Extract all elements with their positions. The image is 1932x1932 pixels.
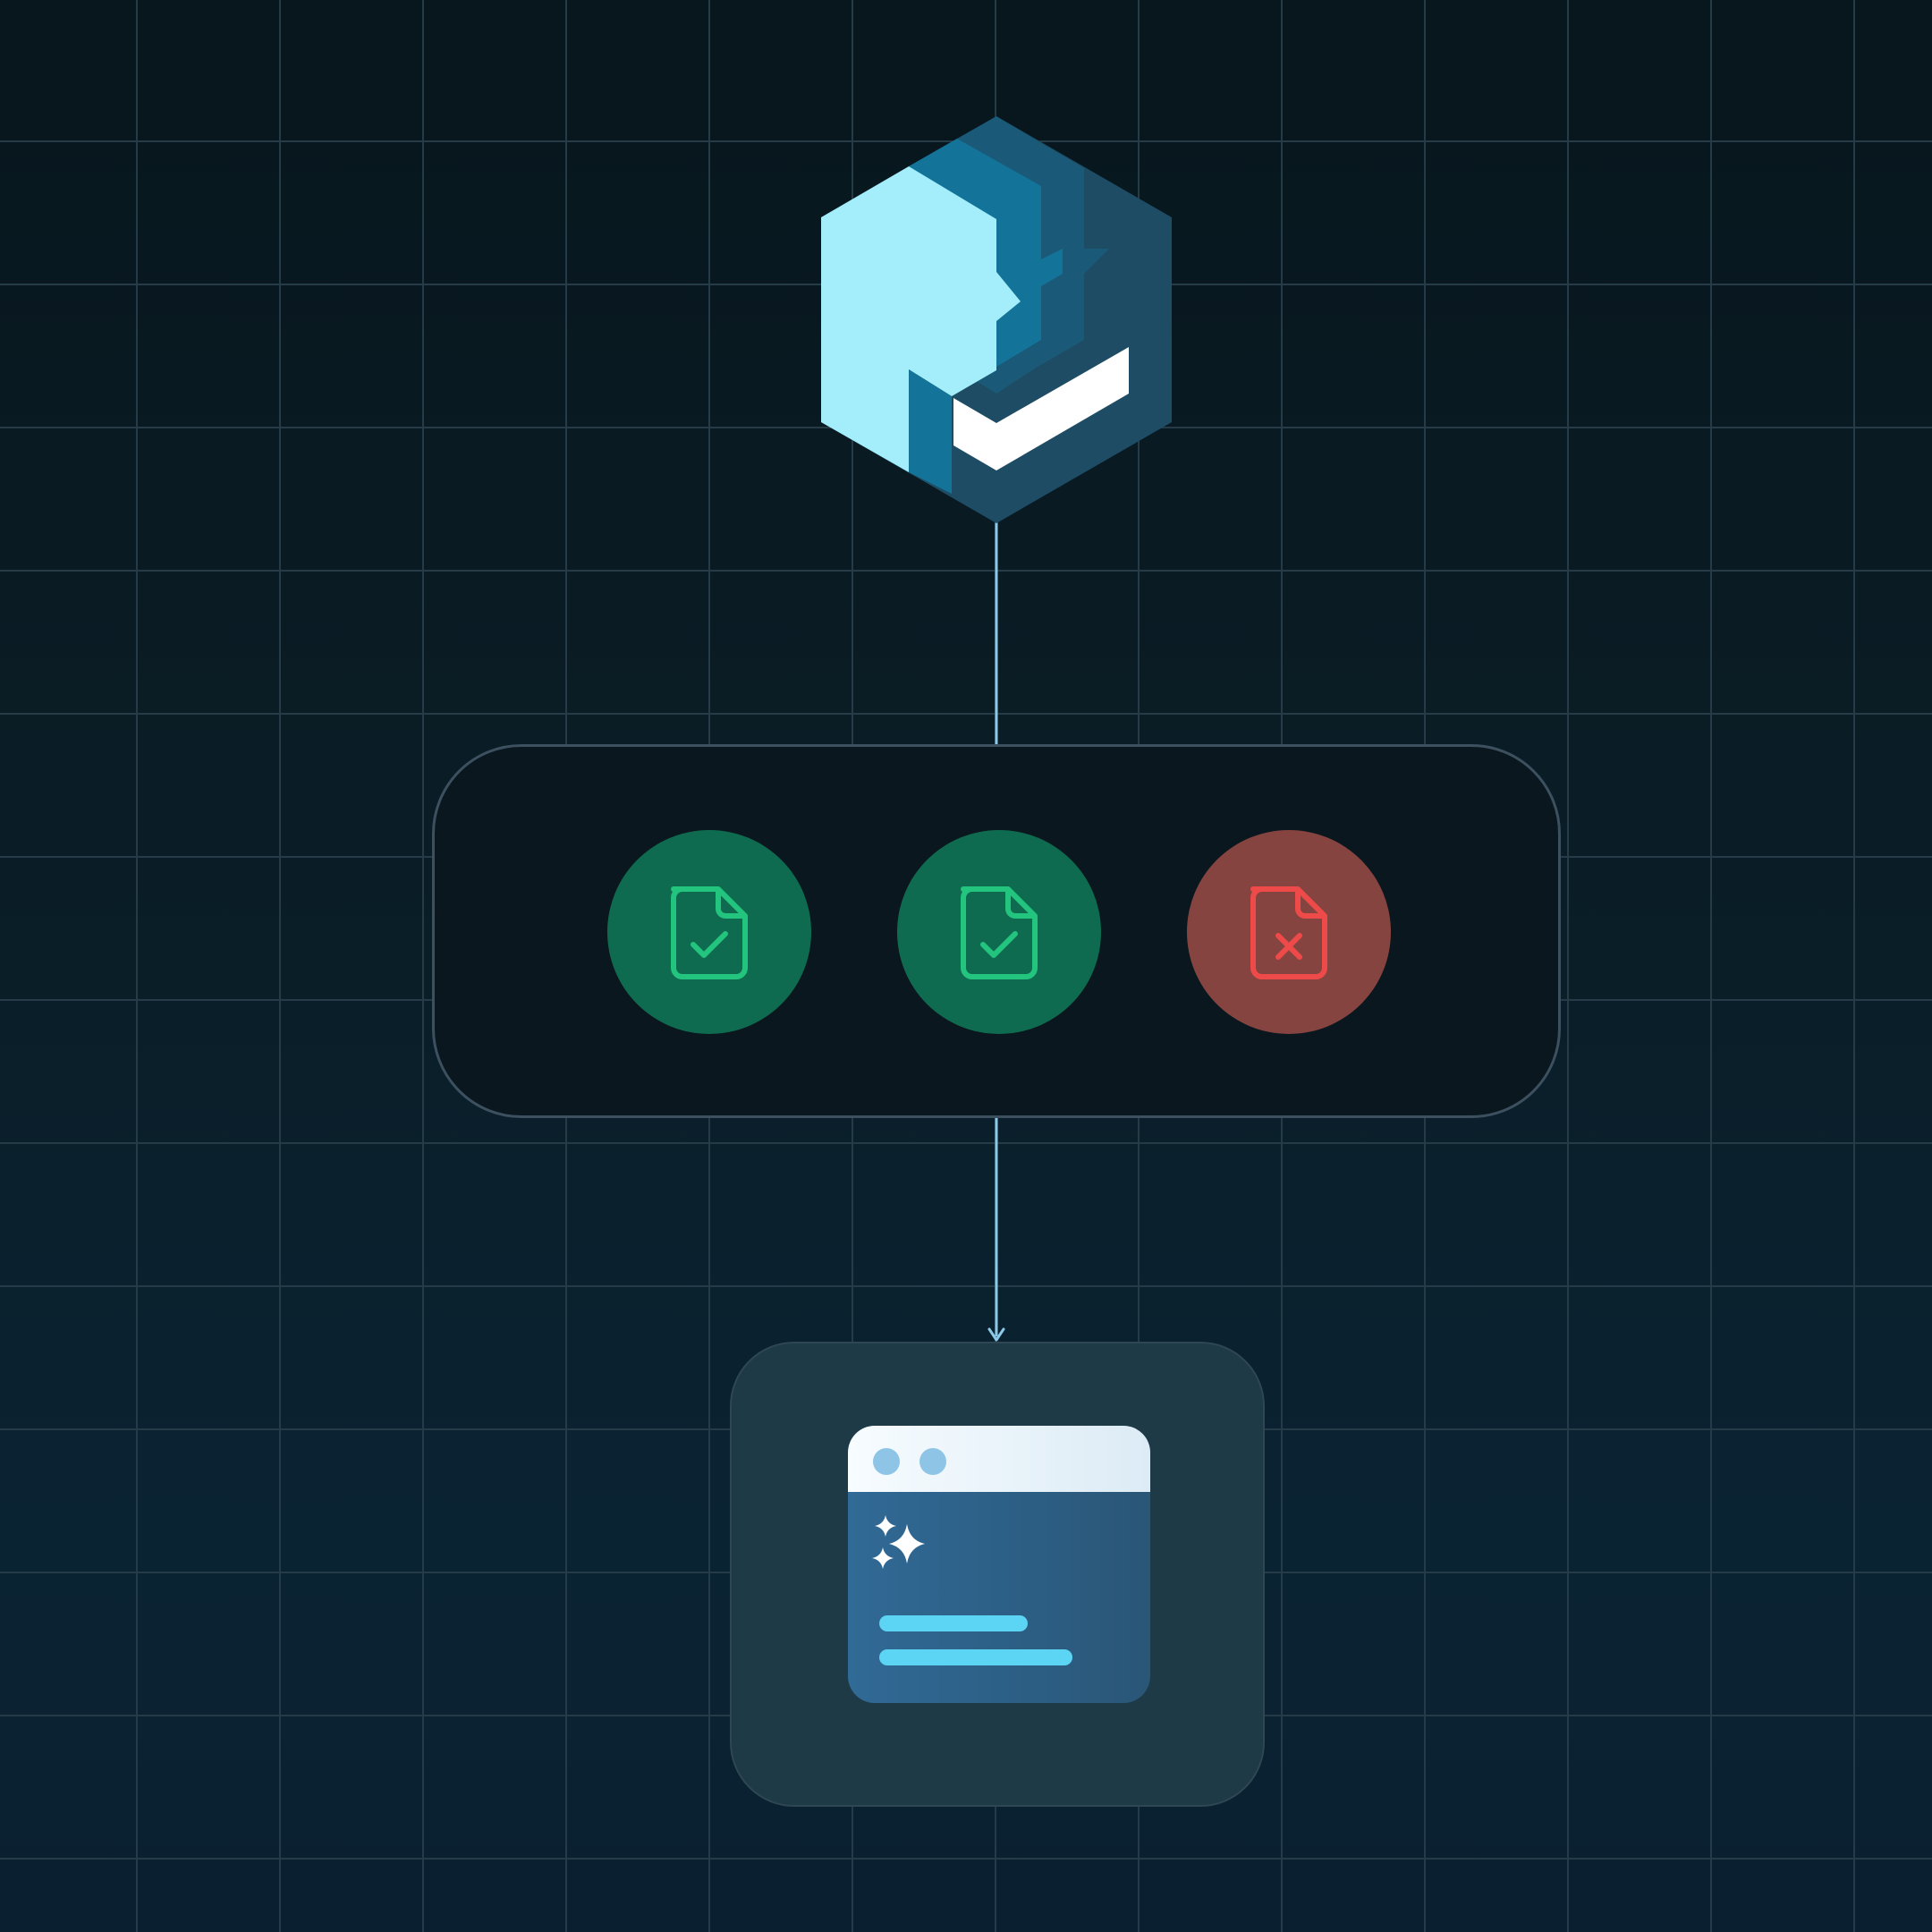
browser-window-sparkle-icon [848, 1426, 1150, 1703]
validation-panel [432, 744, 1561, 1118]
arrow-head-icon [987, 1327, 1005, 1342]
file-x-icon [1250, 886, 1327, 979]
status-fail-badge [1187, 830, 1391, 1034]
window-dot [919, 1448, 946, 1475]
file-check-icon [961, 886, 1038, 979]
window-dot [873, 1448, 900, 1475]
hexagon-checkmark-logo-icon [821, 116, 1172, 523]
sparkle-icon [872, 1515, 925, 1569]
status-pass-badge [897, 830, 1101, 1034]
output-card [730, 1342, 1265, 1807]
text-line [879, 1649, 1072, 1665]
browser-titlebar [848, 1426, 1150, 1492]
text-line [879, 1615, 1028, 1631]
status-pass-badge [607, 830, 811, 1034]
file-check-icon [671, 886, 748, 979]
